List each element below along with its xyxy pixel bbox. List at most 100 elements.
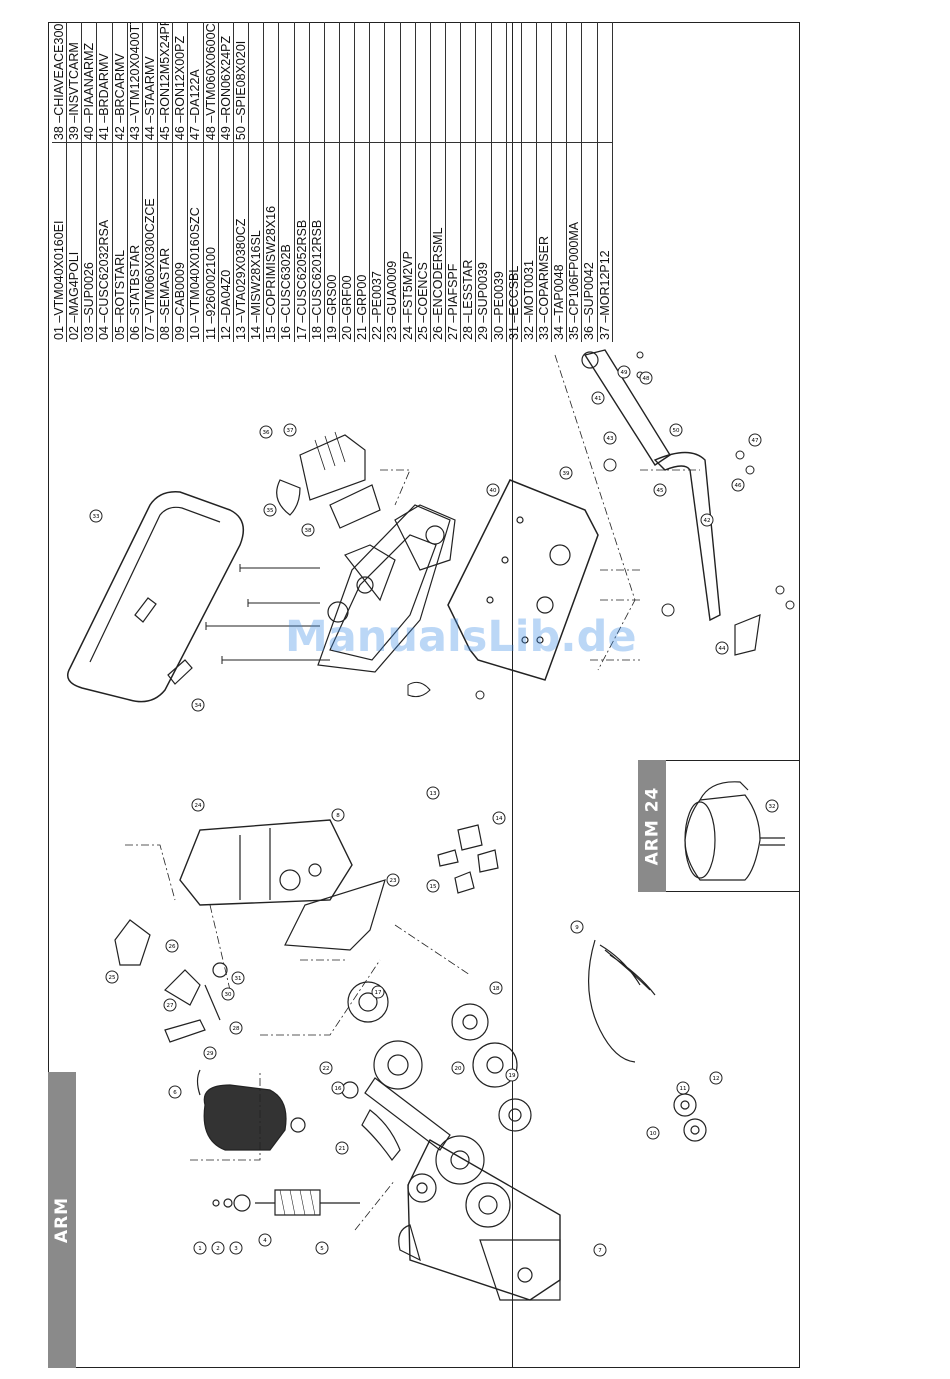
svg-text:19: 19 [509, 1073, 516, 1079]
watermark-text: ManualsLib.de [285, 612, 637, 662]
callout-32: 32 [765, 799, 779, 813]
svg-text:8: 8 [336, 813, 340, 819]
svg-text:21: 21 [339, 1146, 346, 1152]
svg-text:13: 13 [430, 791, 437, 797]
callout-43: 43 [603, 431, 617, 445]
callout-16: 16 [331, 1081, 345, 1095]
callout-35: 35 [263, 503, 277, 517]
svg-text:24: 24 [195, 803, 202, 809]
svg-text:43: 43 [607, 436, 614, 442]
arm-section-tab: ARM [48, 1072, 76, 1368]
callout-14: 14 [492, 811, 506, 825]
motor-housing-left [398, 1139, 561, 1301]
svg-text:36: 36 [263, 430, 270, 436]
svg-text:40: 40 [490, 488, 497, 494]
callout-17: 17 [371, 985, 385, 999]
svg-text:44: 44 [719, 646, 726, 652]
svg-text:18: 18 [493, 986, 500, 992]
drawing-sheet-border [48, 22, 800, 1368]
gear-train [341, 981, 532, 1228]
callout-44: 44 [715, 641, 729, 655]
mounting-plate [447, 479, 599, 681]
callout-26: 26 [165, 939, 179, 953]
svg-text:34: 34 [195, 703, 202, 709]
svg-text:20: 20 [455, 1066, 462, 1072]
callout-46: 46 [731, 478, 745, 492]
callout-50: 50 [669, 423, 683, 437]
callout-9: 9 [570, 920, 584, 934]
cover-part [67, 491, 245, 703]
arm24-dc-motor [684, 781, 785, 881]
svg-text:49: 49 [621, 370, 628, 376]
svg-text:2: 2 [216, 1246, 220, 1252]
svg-text:4: 4 [263, 1238, 267, 1244]
svg-text:28: 28 [233, 1026, 240, 1032]
callout-37: 37 [283, 423, 297, 437]
svg-text:47: 47 [752, 438, 759, 444]
callout-10: 10 [646, 1126, 660, 1140]
svg-text:12: 12 [713, 1076, 720, 1082]
svg-text:42: 42 [704, 518, 711, 524]
svg-text:50: 50 [673, 428, 680, 434]
svg-text:31: 31 [235, 976, 242, 982]
svg-text:38: 38 [305, 528, 312, 534]
svg-text:35: 35 [267, 508, 274, 514]
svg-text:37: 37 [287, 428, 294, 434]
callout-49: 49 [617, 365, 631, 379]
callout-5: 5 [315, 1241, 329, 1255]
assembly-lines-left [125, 844, 471, 1231]
callout-15: 15 [426, 879, 440, 893]
arm24-section-tab: ARM 24 [638, 760, 666, 892]
limit-switches [437, 824, 499, 894]
callout-4: 4 [258, 1233, 272, 1247]
callout-25: 25 [105, 970, 119, 984]
encoder-parts-left [114, 919, 228, 1043]
svg-text:5: 5 [320, 1246, 324, 1252]
svg-text:29: 29 [207, 1051, 214, 1057]
svg-text:3: 3 [234, 1246, 238, 1252]
callout-13: 13 [426, 786, 440, 800]
stator-coil [196, 1069, 306, 1151]
svg-text:41: 41 [595, 396, 602, 402]
callout-3: 3 [229, 1241, 243, 1255]
svg-text:15: 15 [430, 884, 437, 890]
callout-31: 31 [231, 971, 245, 985]
section-divider [512, 22, 513, 1368]
svg-text:48: 48 [643, 376, 650, 382]
arm-bracket [581, 349, 761, 656]
callout-36: 36 [259, 425, 273, 439]
callout-34: 34 [191, 698, 205, 712]
callout-24: 24 [191, 798, 205, 812]
svg-text:7: 7 [598, 1248, 602, 1254]
callout-18: 18 [489, 981, 503, 995]
callout-2: 2 [211, 1241, 225, 1255]
svg-text:26: 26 [169, 944, 176, 950]
power-cable [588, 939, 656, 1063]
svg-text:14: 14 [496, 816, 503, 822]
svg-text:45: 45 [657, 488, 664, 494]
callout-27: 27 [163, 998, 177, 1012]
rotor-shaft [212, 1189, 360, 1216]
svg-text:27: 27 [167, 1003, 174, 1009]
callout-39: 39 [559, 466, 573, 480]
callout-21: 21 [335, 1141, 349, 1155]
motor-housing-right [179, 819, 353, 906]
small-hardware [407, 351, 795, 700]
svg-text:46: 46 [735, 483, 742, 489]
svg-text:25: 25 [109, 975, 116, 981]
svg-text:1: 1 [198, 1246, 202, 1252]
callout-48: 48 [639, 371, 653, 385]
svg-text:39: 39 [563, 471, 570, 477]
svg-text:11: 11 [680, 1086, 687, 1092]
callout-42: 42 [700, 513, 714, 527]
capacitor-pair [673, 1093, 707, 1142]
callout-11: 11 [676, 1081, 690, 1095]
callout-1: 1 [193, 1241, 207, 1255]
svg-text:32: 32 [769, 804, 776, 810]
callout-20: 20 [451, 1061, 465, 1075]
callout-33: 33 [89, 509, 103, 523]
svg-text:16: 16 [335, 1086, 342, 1092]
svg-text:10: 10 [650, 1131, 657, 1137]
callout-7: 7 [593, 1243, 607, 1257]
